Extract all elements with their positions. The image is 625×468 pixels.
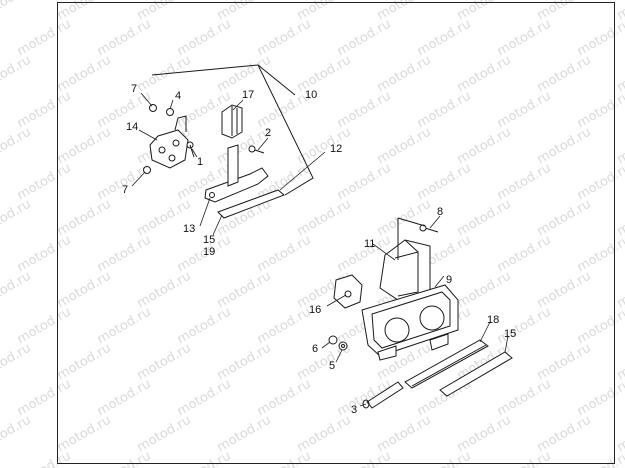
callout-18: 18 — [487, 314, 499, 326]
part-12-strip — [217, 189, 285, 219]
part-5-nut — [338, 341, 348, 351]
part-2-bolt — [248, 145, 265, 154]
callout-12: 12 — [330, 143, 342, 155]
callout-15-top: 15 — [203, 234, 215, 246]
part-15-strip-lower — [439, 351, 513, 397]
part-9-holder — [361, 284, 459, 361]
part-17-clip — [221, 104, 243, 139]
callout-17: 17 — [242, 89, 254, 101]
diagram-frame — [57, 2, 615, 464]
callout-14: 14 — [126, 121, 138, 133]
callout-15-bottom: 15 — [504, 328, 516, 340]
callout-1: 1 — [197, 156, 203, 168]
callout-7-bottom: 7 — [122, 184, 128, 196]
callout-labels: 7 4 14 1 7 17 2 10 12 13 15 19 11 8 9 16… — [122, 83, 516, 416]
callout-11: 11 — [364, 238, 375, 250]
leader-10 — [151, 64, 314, 196]
part-7-nut-bottom — [143, 166, 151, 174]
part-16-bracket — [333, 274, 363, 309]
part-3-bulb — [362, 381, 404, 409]
part-6-washer — [328, 335, 338, 345]
part-4-nut — [166, 108, 174, 116]
watermark-text: motod.ru — [615, 0, 625, 23]
part-7-nut-top — [149, 104, 157, 112]
callout-3: 3 — [351, 404, 357, 416]
part-8-bolt — [397, 217, 439, 260]
callout-7-top: 7 — [131, 83, 137, 95]
part-13-plate — [204, 144, 269, 203]
callout-19: 19 — [203, 246, 215, 258]
callout-16: 16 — [309, 304, 321, 316]
callout-5: 5 — [329, 360, 335, 372]
leader-lines — [131, 92, 509, 407]
callout-2: 2 — [265, 127, 271, 139]
callout-8: 8 — [437, 206, 443, 218]
callout-9: 9 — [446, 274, 452, 286]
callout-4: 4 — [175, 90, 181, 102]
part-18-strip — [404, 339, 489, 389]
callout-10: 10 — [305, 89, 317, 101]
part-14-bracket — [149, 115, 189, 169]
callout-13: 13 — [183, 223, 195, 235]
part-1-bolt — [186, 141, 195, 158]
callout-6: 6 — [312, 343, 318, 355]
